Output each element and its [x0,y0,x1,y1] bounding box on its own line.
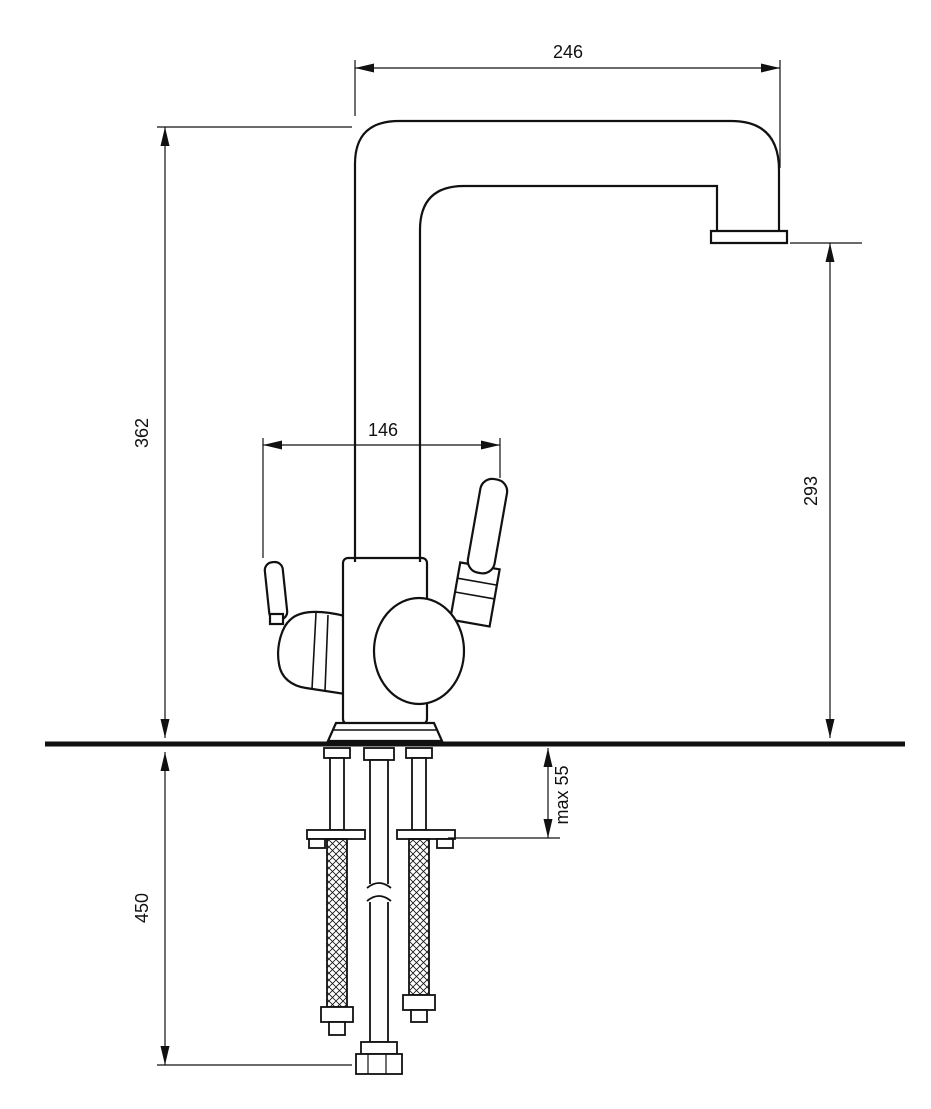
right-hose-end-nut [402,994,436,1011]
left-hose-end-nut [320,1006,354,1023]
right-handle-ring-lines [454,577,498,600]
left-mounting-bracket [306,829,366,840]
spout-tip-nozzle [709,229,789,245]
under-counter-assembly [306,747,456,1075]
dimensions: 246 362 146 293 [132,42,862,1066]
left-hose-braided-section [326,838,348,1008]
right-hose-end-tube [410,1009,428,1023]
body-flange [326,721,444,743]
dimension-spout-reach: 246 [354,42,781,168]
left-hose-tube [329,757,345,831]
right-handle-assembly [448,477,509,628]
right-hose-braided-section [408,838,430,996]
dim-label-293: 293 [801,476,821,506]
dim-label-450: 450 [132,893,152,923]
left-handle-stem [268,612,285,626]
right-hose-tube [411,757,427,831]
left-hose-end-tube [328,1021,346,1036]
spout-inner-outline [418,184,719,562]
right-hose-top-nut [405,747,433,759]
dimension-max-counter-thickness: max 55 [448,748,572,839]
dim-label-max55: max 55 [552,765,572,824]
dim-label-146: 146 [368,420,398,440]
central-pipe-end-nut-facets [367,1054,387,1074]
central-pipe-top-fitting [363,747,395,761]
left-valve-cone [277,610,347,696]
central-pipe-break-lines [366,882,392,902]
central-pipe-end-fitting [360,1041,398,1055]
left-valve-collar-lines [311,612,329,692]
right-supply-hose [396,747,456,1023]
dim-146-extension-lines [262,438,501,558]
dim-max55-arrowheads [543,748,553,838]
right-mounting-nut [436,838,454,849]
dimension-handles-width: 146 [262,420,501,558]
central-pipe-end-nut [355,1053,403,1075]
dimension-height-above-counter: 362 [132,126,352,738]
left-handle-assembly [263,560,347,696]
left-handle-lever [263,560,289,622]
mixer-cartridge-body [372,596,466,706]
faucet-spout [353,119,789,562]
dim-label-362: 362 [132,418,152,448]
right-mounting-bracket [396,829,456,840]
left-mounting-nut [308,838,326,849]
central-filter-pipe [355,747,403,1075]
dim-246-extension-lines [354,60,781,168]
right-handle-lever [466,477,509,575]
left-supply-hose [306,747,366,1036]
left-hose-top-nut [323,747,351,759]
dim-label-246: 246 [553,42,583,62]
dimension-spout-outlet-height: 293 [790,242,862,738]
dimension-hose-drop-length: 450 [132,752,352,1066]
spout-outer-outline [353,119,781,562]
